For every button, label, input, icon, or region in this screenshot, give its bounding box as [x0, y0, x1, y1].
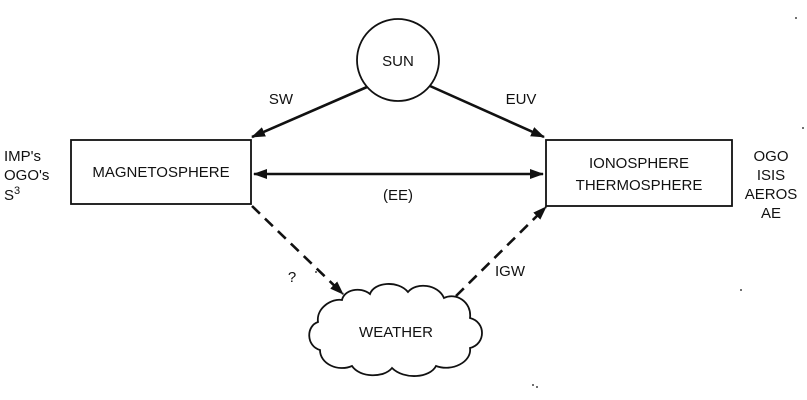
missions-right-ae: AE [761, 205, 781, 222]
igw-label: IGW [495, 263, 526, 280]
thermosphere-label: THERMOSPHERE [576, 177, 703, 194]
scan-speck [315, 271, 317, 273]
euv-arrow [429, 84, 545, 139]
weather-label: WEATHER [359, 324, 433, 341]
scan-speck [740, 289, 742, 291]
scan-speck [795, 17, 797, 19]
missions-left-s3: S3 [4, 185, 20, 204]
s3-superscript: 3 [14, 185, 20, 197]
missions-left-ogo: OGO's [4, 167, 49, 184]
ee-label: (EE) [383, 187, 413, 204]
missions-right-isis: ISIS [757, 167, 785, 184]
missions-right-ogo: OGO [753, 148, 788, 165]
missions-right-aeros: AEROS [745, 186, 798, 203]
ionosphere-thermosphere-node [545, 139, 733, 207]
sun-node [356, 18, 440, 102]
magnetosphere-label: MAGNETOSPHERE [92, 164, 229, 181]
unknown-link-label: ? [288, 269, 296, 286]
scan-speck [532, 384, 534, 386]
missions-left-imp: IMP's [4, 148, 41, 165]
euv-label: EUV [506, 91, 537, 108]
ionosphere-label: IONOSPHERE [589, 155, 689, 172]
weather-cloud-node [308, 283, 483, 377]
sw-arrow [251, 85, 368, 139]
s3-base-text: S [4, 187, 14, 204]
magnetosphere-node [70, 139, 252, 205]
magnetosphere-weather-dashed-arrow [251, 205, 344, 295]
sun-label: SUN [382, 53, 414, 70]
scan-speck [802, 127, 804, 129]
sw-label: SW [269, 91, 294, 108]
scan-speck [536, 386, 538, 388]
igw-dashed-arrow [455, 206, 547, 297]
